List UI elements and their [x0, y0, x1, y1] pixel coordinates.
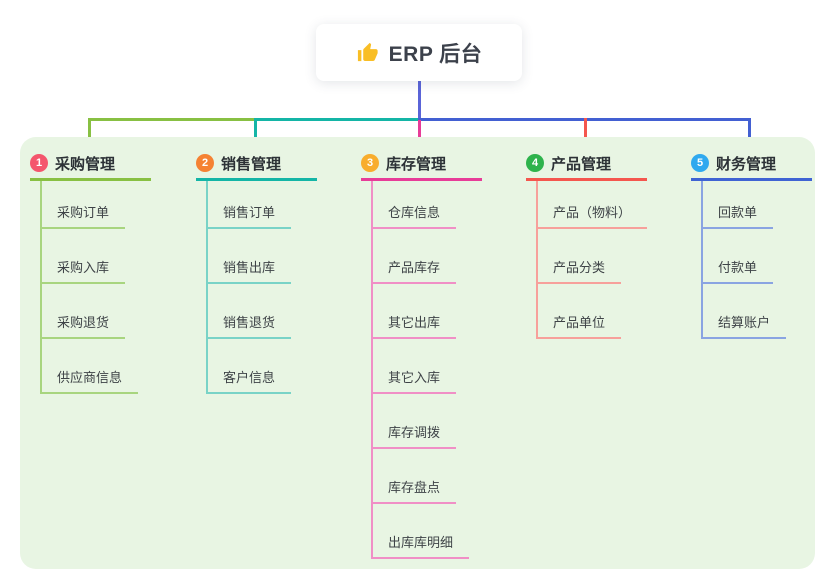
- mindmap-child-node[interactable]: 库存盘点: [371, 477, 457, 504]
- branch1-connector-line: [88, 118, 254, 121]
- branch-underline: [691, 178, 812, 181]
- branch2-connector-line: [254, 118, 420, 121]
- thumbs-up-icon: [357, 42, 378, 62]
- mindmap-child-node[interactable]: 产品分类: [536, 257, 622, 284]
- child-node-row: 销售出库: [196, 229, 292, 284]
- mindmap-child-node[interactable]: 其它出库: [371, 312, 457, 339]
- branch-child-trunk-line: [701, 181, 703, 339]
- mindmap-child-node[interactable]: 产品（物料）: [536, 202, 648, 229]
- branch-children: 回款单 付款单 结算账户: [691, 174, 787, 339]
- root-title: ERP 后台: [388, 42, 483, 66]
- child-node-row: 付款单: [691, 229, 786, 284]
- branch-badge-2: 2: [196, 154, 214, 172]
- child-node-row: 仓库信息: [361, 174, 469, 229]
- mindmap-child-node[interactable]: 采购入库: [40, 257, 126, 284]
- child-node-row: 库存调拨: [361, 394, 469, 449]
- branch-sales: 2 销售管理 销售订单 销售出库 销售退货 客户信息: [196, 148, 356, 394]
- branch-child-trunk-line: [206, 181, 208, 394]
- child-node-row: 采购订单: [30, 174, 138, 229]
- branch-title-product[interactable]: 4 产品管理: [526, 148, 644, 178]
- child-node-row: 其它入库: [361, 339, 469, 394]
- branch1-drop-line: [88, 118, 91, 149]
- branch-children: 采购订单 采购入库 采购退货 供应商信息: [30, 174, 139, 394]
- mindmap-child-node[interactable]: 采购订单: [40, 202, 126, 229]
- branch-children: 仓库信息 产品库存 其它出库 其它入库 库存调拨 库存盘点 出库库明细: [361, 174, 470, 559]
- branch-title-label: 销售管理: [221, 155, 282, 173]
- branch-procurement: 1 采购管理 采购订单 采购入库 采购退货 供应商信息: [30, 148, 190, 394]
- branch-title-label: 库存管理: [386, 155, 447, 173]
- branch-title-finance[interactable]: 5 财务管理: [691, 148, 809, 178]
- child-node-row: 产品（物料）: [526, 174, 648, 229]
- branch-finance: 5 财务管理 回款单 付款单 结算账户: [691, 148, 839, 339]
- child-node-row: 产品库存: [361, 229, 469, 284]
- branch-children: 销售订单 销售出库 销售退货 客户信息: [196, 174, 292, 394]
- mindmap-child-node[interactable]: 出库库明细: [371, 532, 470, 559]
- child-node-row: 产品分类: [526, 229, 647, 284]
- child-node-row: 产品单位: [526, 284, 647, 339]
- branch2-drop-line: [254, 118, 257, 149]
- mindmap-child-node[interactable]: 其它入库: [371, 367, 457, 394]
- mindmap-child-node[interactable]: 销售订单: [206, 202, 292, 229]
- mindmap-child-node[interactable]: 仓库信息: [371, 202, 457, 229]
- mindmap-child-node[interactable]: 付款单: [701, 257, 774, 284]
- mindmap-child-node[interactable]: 采购退货: [40, 312, 126, 339]
- branch-underline: [196, 178, 317, 181]
- branch-child-trunk-line: [371, 181, 373, 559]
- branch-title-inventory[interactable]: 3 库存管理: [361, 148, 479, 178]
- branch3-drop-line: [418, 120, 421, 149]
- child-node-row: 回款单: [691, 174, 786, 229]
- trunk-connector-line: [418, 81, 421, 119]
- child-node-row: 其它出库: [361, 284, 469, 339]
- mindmap-child-node[interactable]: 回款单: [701, 202, 774, 229]
- branch-child-trunk-line: [536, 181, 538, 339]
- branch-title-label: 采购管理: [55, 155, 116, 173]
- branch-child-trunk-line: [40, 181, 42, 394]
- child-node-row: 采购退货: [30, 284, 138, 339]
- branch4-drop-line: [584, 118, 587, 149]
- mindmap-child-node[interactable]: 供应商信息: [40, 367, 139, 394]
- branch-badge-5: 5: [691, 154, 709, 172]
- child-node-row: 客户信息: [196, 339, 292, 394]
- branch-title-procurement[interactable]: 1 采购管理: [30, 148, 148, 178]
- branch-product: 4 产品管理 产品（物料） 产品分类 产品单位: [526, 148, 686, 339]
- mindmap-child-node[interactable]: 销售出库: [206, 257, 292, 284]
- mindmap-child-node[interactable]: 产品库存: [371, 257, 457, 284]
- branch-underline: [361, 178, 482, 181]
- branch-title-sales[interactable]: 2 销售管理: [196, 148, 314, 178]
- branch-underline: [526, 178, 647, 181]
- child-node-row: 出库库明细: [361, 504, 470, 559]
- branch-badge-1: 1: [30, 154, 48, 172]
- mindmap-panel-background: [20, 137, 815, 569]
- branch-underline: [30, 178, 151, 181]
- root-node[interactable]: ERP 后台: [316, 24, 522, 81]
- mindmap-child-node[interactable]: 产品单位: [536, 312, 622, 339]
- mindmap-child-node[interactable]: 库存调拨: [371, 422, 457, 449]
- branch-title-label: 财务管理: [716, 155, 777, 173]
- child-node-row: 采购入库: [30, 229, 138, 284]
- branch-badge-4: 4: [526, 154, 544, 172]
- mindmap-child-node[interactable]: 销售退货: [206, 312, 292, 339]
- branch-children: 产品（物料） 产品分类 产品单位: [526, 174, 648, 339]
- child-node-row: 供应商信息: [30, 339, 139, 394]
- branch-title-label: 产品管理: [551, 155, 612, 173]
- child-node-row: 库存盘点: [361, 449, 469, 504]
- mindmap-child-node[interactable]: 结算账户: [701, 312, 787, 339]
- branch-badge-3: 3: [361, 154, 379, 172]
- branch5-drop-line: [748, 118, 751, 149]
- branch-inventory: 3 库存管理 仓库信息 产品库存 其它出库 其它入库 库存调拨 库存盘点 出库库…: [361, 148, 521, 559]
- mindmap-child-node[interactable]: 客户信息: [206, 367, 292, 394]
- child-node-row: 销售订单: [196, 174, 292, 229]
- child-node-row: 销售退货: [196, 284, 292, 339]
- child-node-row: 结算账户: [691, 284, 787, 339]
